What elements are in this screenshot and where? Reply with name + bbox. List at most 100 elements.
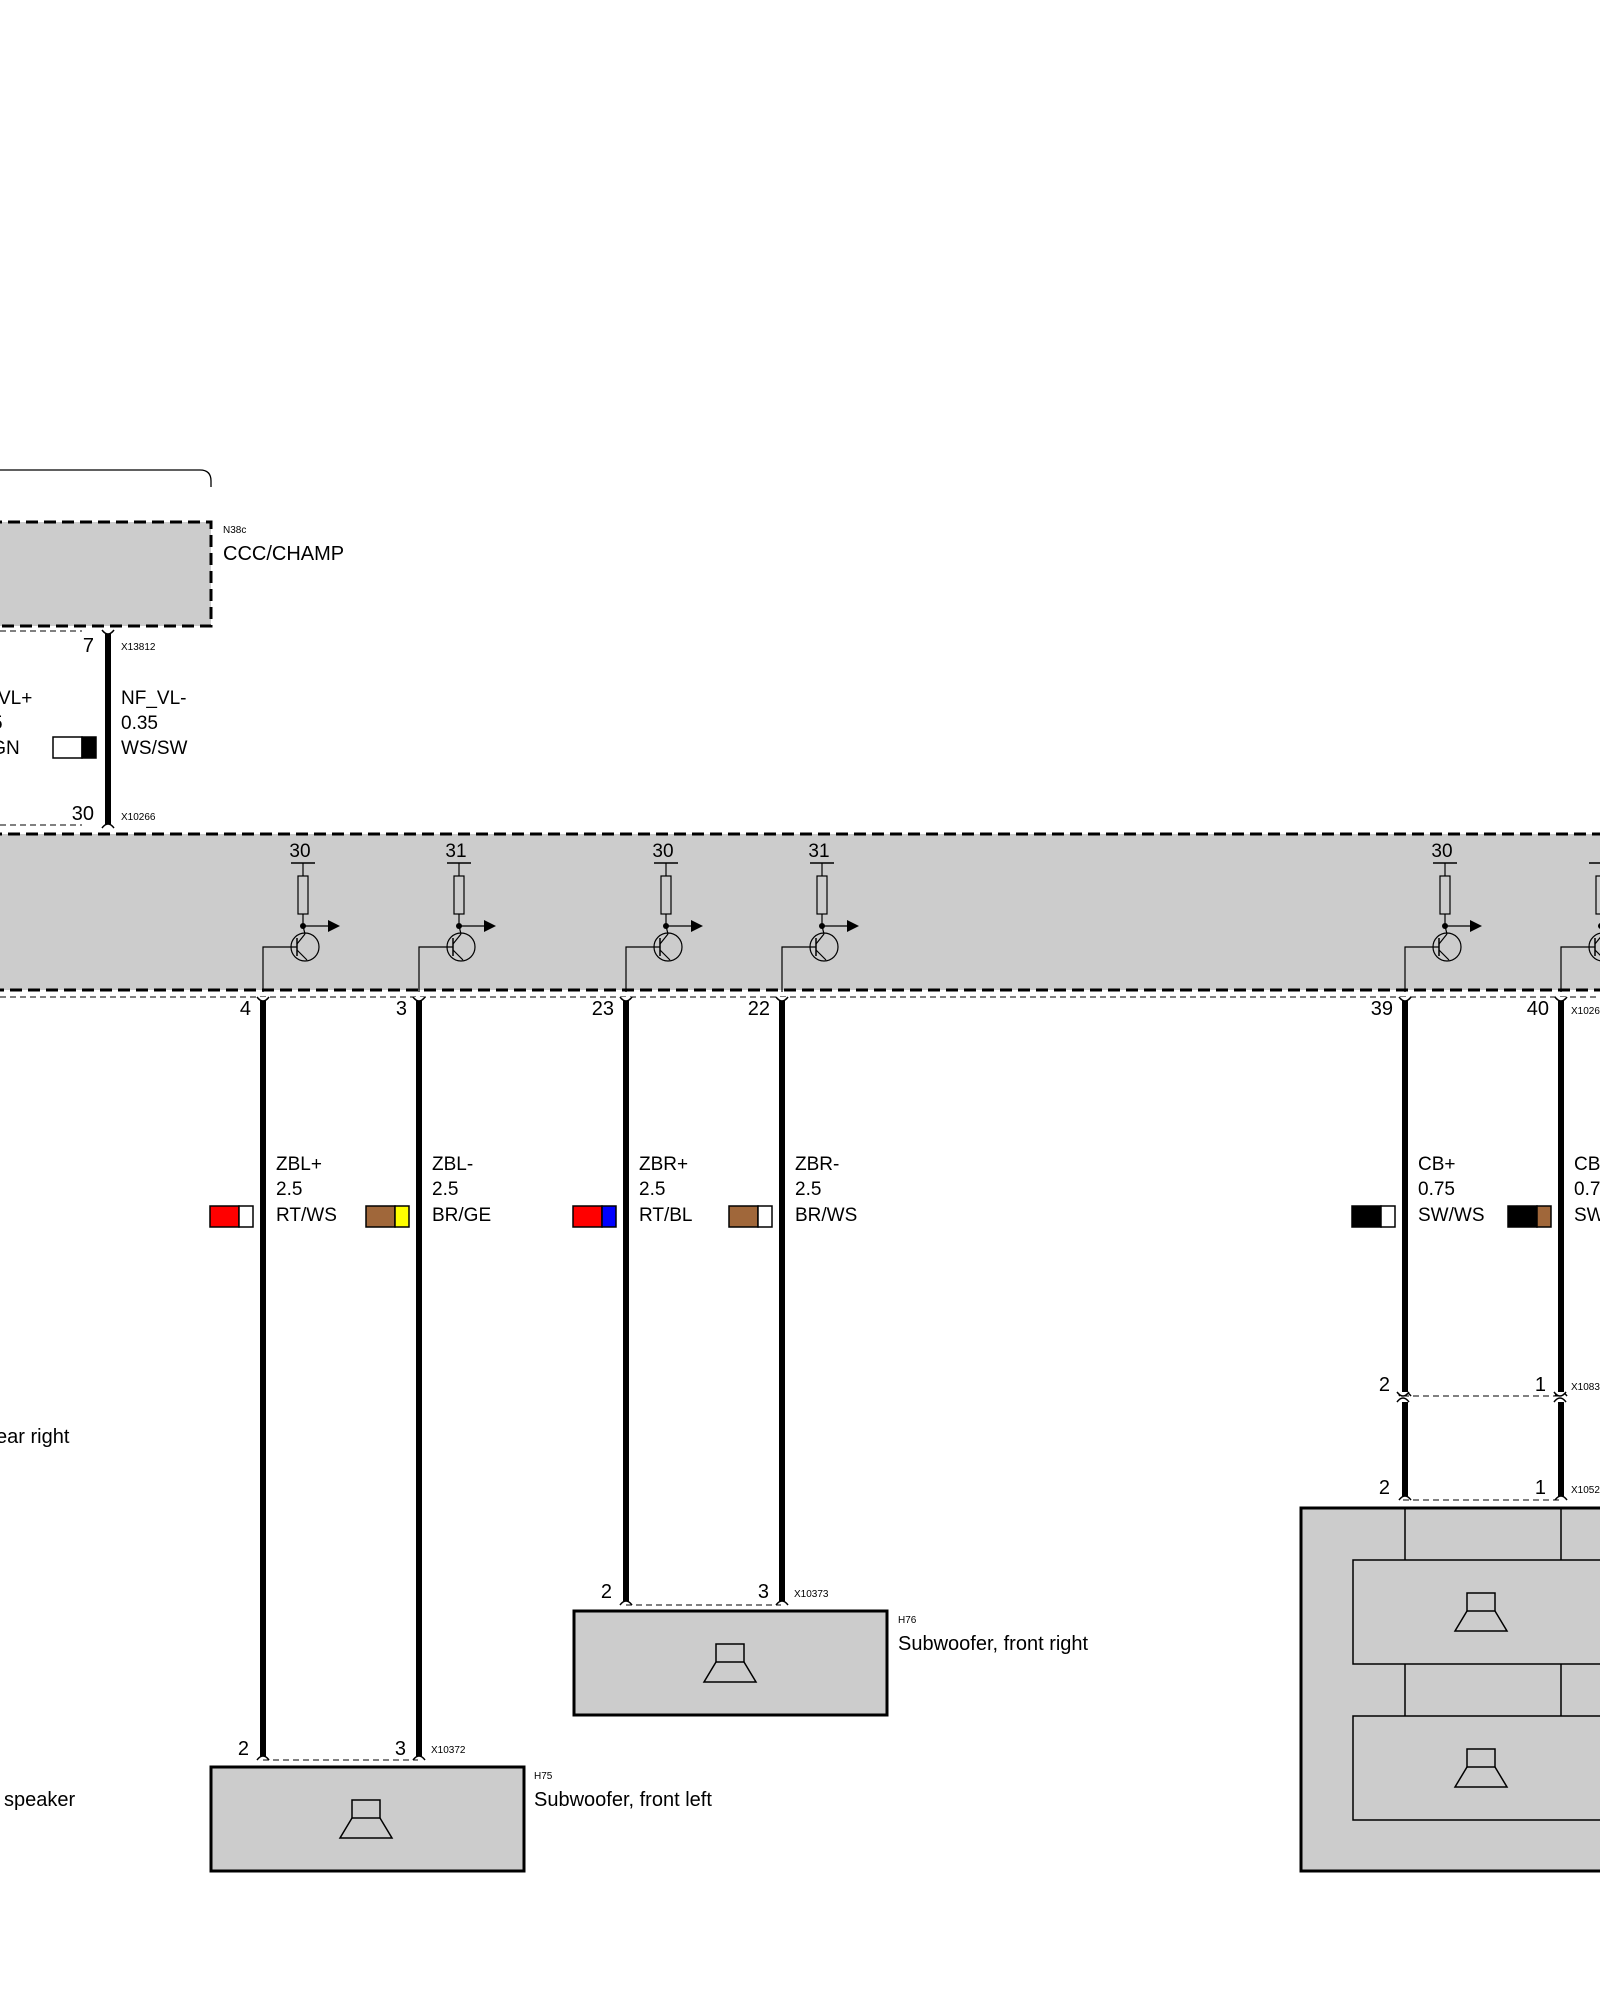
wire-color: BR/WS: [795, 1205, 857, 1226]
wire-color: SW/WS: [1418, 1205, 1485, 1226]
supply-label: 30: [289, 841, 310, 862]
speaker-wires: 4ZBL+2.5RT/WS3ZBL-2.5BR/GE23ZBR+2.5RT/BL…: [209, 996, 1600, 1761]
center-speaker: 2 1 X1083 2 1 X1052: [1299, 1374, 1600, 1873]
subwoofer-box: [572, 1609, 889, 1717]
pin-terminal: [256, 1755, 270, 1761]
wire-name: ZBR+: [639, 1154, 688, 1175]
wire-color-swatch: [601, 1205, 617, 1228]
wire-size: 2.5: [795, 1179, 821, 1200]
pin-number: 1: [1535, 1477, 1546, 1499]
control-unit-pin-bottom: 30: [72, 803, 94, 825]
wire-name: VL+: [0, 688, 32, 709]
component-code: H75: [534, 1771, 553, 1782]
subwoofer-front-right: 2 3 X10373 H76 Subwoofer, front right: [572, 1581, 1089, 1717]
wire-color-swatch: [52, 736, 83, 759]
connector-label: X1083: [1571, 1382, 1600, 1393]
partial-left-wire: VL+ 5 /GN: [0, 688, 82, 826]
component-name: Subwoofer, front left: [534, 1789, 712, 1811]
speaker-unit-box: [1352, 1559, 1600, 1665]
wire-color: /GN: [0, 738, 20, 759]
wire-color: BR/GE: [432, 1205, 491, 1226]
wire-color: WS/SW: [121, 738, 188, 759]
amplifier-box: [0, 832, 1600, 992]
wire-name: ZBL+: [276, 1154, 322, 1175]
pin-terminal: [1396, 1391, 1410, 1397]
output-transistor: 30: [625, 841, 703, 992]
pin-terminal: [619, 1600, 633, 1606]
wire-color-swatch: [238, 1205, 254, 1228]
wire-size: 2.5: [639, 1179, 665, 1200]
component-name: Subwoofer, front right: [898, 1633, 1089, 1655]
connector-label: X10373: [794, 1589, 829, 1600]
pin-terminal: [775, 996, 789, 1002]
wire-name: ZBL-: [432, 1154, 473, 1175]
pin-number: 23: [592, 998, 614, 1020]
output-transistor: 30: [1404, 841, 1482, 992]
pin-terminal: [775, 1600, 789, 1606]
wire-color-swatch: [572, 1205, 603, 1228]
pin-number: 1: [1535, 1374, 1546, 1396]
pin-number: 3: [395, 1738, 406, 1760]
pin-terminal: [1554, 996, 1568, 1002]
connector-label: X1026: [1571, 1006, 1600, 1017]
supply-label: 31: [808, 841, 829, 862]
output-transistor: 30: [262, 841, 340, 992]
wire-color-swatch: [81, 736, 97, 759]
pin-terminal: [1554, 1495, 1568, 1501]
component-name-partial: speaker: [4, 1789, 75, 1811]
wire-size: 0.35: [121, 713, 158, 734]
pin-terminal: [101, 629, 115, 635]
pin-terminal: [1398, 1495, 1412, 1501]
connector-label: X1052: [1571, 1485, 1600, 1496]
pin-number: 22: [748, 998, 770, 1020]
group-bracket: [0, 469, 212, 487]
output-transistor: 31: [781, 841, 859, 992]
wire-color-swatch: [1351, 1205, 1382, 1228]
wire-color-swatch: [365, 1205, 396, 1228]
pin-terminal: [619, 996, 633, 1002]
pin-number: 3: [758, 1581, 769, 1603]
wire-color-swatch: [209, 1205, 240, 1228]
connector-label: X10266: [121, 812, 156, 823]
pin-terminal: [101, 823, 115, 829]
pin-number: 40: [1527, 998, 1549, 1020]
speaker-icon: [702, 1643, 758, 1683]
control-unit-ccc: N38c CCC/CHAMP: [0, 520, 344, 632]
control-unit-name: CCC/CHAMP: [223, 543, 344, 565]
supply-label: 31: [445, 841, 466, 862]
subwoofer-front-left: 2 3 X10372 H75 Subwoofer, front left: [209, 1738, 712, 1873]
wire-name: CB+: [1418, 1154, 1456, 1175]
control-unit-pin-top: 7: [83, 635, 94, 657]
wire-color: RT/BL: [639, 1205, 693, 1226]
subwoofer-box: [209, 1765, 526, 1873]
control-unit-code: N38c: [223, 525, 246, 536]
wire-color-swatch: [757, 1205, 773, 1228]
wire-size: 2.5: [276, 1179, 302, 1200]
pin-terminal: [256, 996, 270, 1002]
pin-number: 39: [1371, 998, 1393, 1020]
wire-color-swatch: [728, 1205, 759, 1228]
supply-label: 30: [1431, 841, 1452, 862]
pin-terminal: [1398, 996, 1412, 1002]
output-transistor: 31: [418, 841, 496, 992]
component-code: H76: [898, 1615, 917, 1626]
wire-size: 0.75: [1418, 1179, 1455, 1200]
pin-number: 3: [396, 998, 407, 1020]
component-name-partial: ear right: [0, 1426, 70, 1448]
wire-name: CB: [1574, 1154, 1600, 1175]
wire-name: NF_VL-: [121, 688, 186, 709]
pin-number: 2: [1379, 1374, 1390, 1396]
wire-color-swatch: [1536, 1205, 1552, 1228]
pin-terminal: [412, 1755, 426, 1761]
wire-color: SW: [1574, 1205, 1600, 1226]
output-transistor: [1560, 862, 1600, 992]
connector-label: X10372: [431, 1745, 466, 1756]
speaker-icon: [338, 1799, 394, 1839]
wire-color-swatch: [1507, 1205, 1538, 1228]
